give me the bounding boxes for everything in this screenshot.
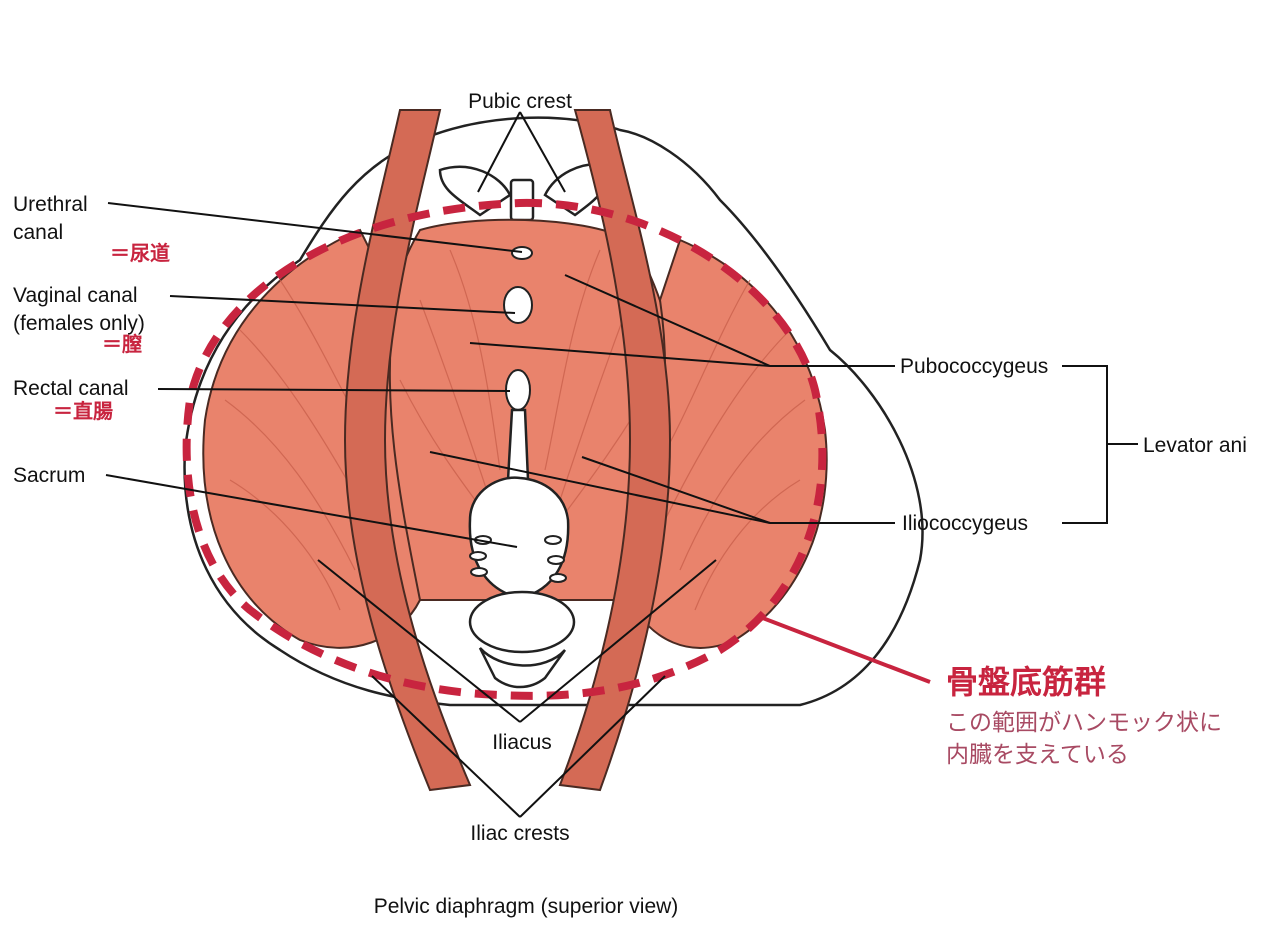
annotation-pelvic-floor-title: 骨盤底筋群 xyxy=(946,663,1106,701)
label-pubic-crest: Pubic crest xyxy=(468,90,572,113)
caption: Pelvic diaphragm (superior view) xyxy=(374,895,679,918)
label-pubococcygeus: Pubococcygeus xyxy=(900,355,1048,378)
pelvic-floor-pointer xyxy=(759,615,931,684)
label-urethral-line2: canal xyxy=(13,221,63,244)
leader-lines xyxy=(105,111,1138,818)
label-vaginal-line2: (females only) xyxy=(13,312,145,335)
annotation-urethra-jp: ＝尿道 xyxy=(110,241,170,265)
urethral-opening xyxy=(511,246,533,260)
label-sacrum: Sacrum xyxy=(13,464,85,487)
label-iliococcygeus: Iliococcygeus xyxy=(902,512,1028,535)
iliacus-right xyxy=(628,238,828,649)
label-iliacus: Iliacus xyxy=(492,731,552,754)
label-rectal: Rectal canal xyxy=(13,377,129,400)
sacrum-bone xyxy=(468,476,576,689)
annotation-pelvic-floor-desc-line1: この範囲がハンモック状に xyxy=(946,710,1222,736)
label-vaginal-line1: Vaginal canal xyxy=(13,284,138,307)
vaginal-opening xyxy=(503,286,533,324)
annotation-rectum-jp: ＝直腸 xyxy=(53,399,113,423)
label-urethral-line1: Urethral xyxy=(13,193,88,216)
label-levator-ani: Levator ani xyxy=(1143,434,1247,457)
label-iliac-crests: Iliac crests xyxy=(470,822,569,845)
annotation-pelvic-floor-desc-line2: 内臓を支えている xyxy=(946,742,1129,768)
annotation-vagina-jp: ＝膣 xyxy=(102,332,142,356)
